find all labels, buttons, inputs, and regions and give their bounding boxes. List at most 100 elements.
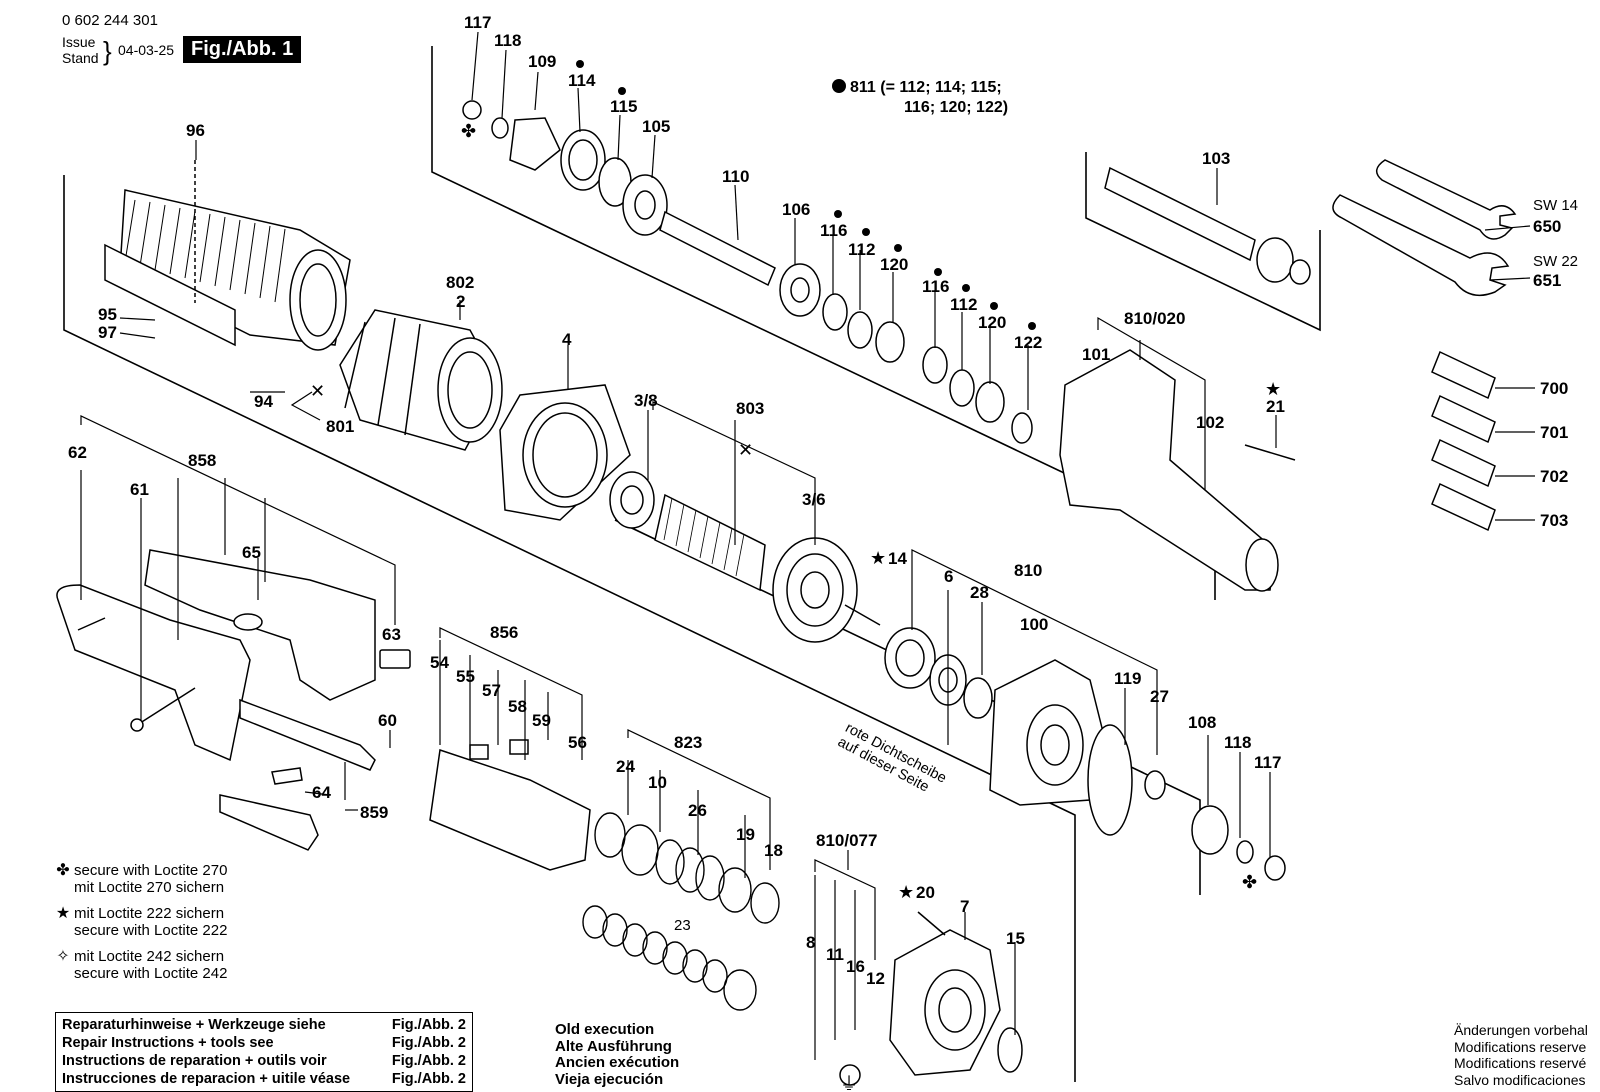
part-label: 119 bbox=[1114, 669, 1141, 688]
part-label: 703 bbox=[1540, 511, 1568, 530]
part-label: 120 bbox=[880, 255, 908, 274]
repair-ref: Fig./Abb. 2 bbox=[391, 1071, 466, 1087]
dot-icon bbox=[576, 60, 584, 68]
part-label: 26 bbox=[688, 801, 707, 820]
cross-icon: ✕ bbox=[310, 381, 325, 402]
part-label: 97 bbox=[98, 323, 117, 342]
gear-housing bbox=[989, 659, 1286, 881]
part-label: 8 bbox=[806, 933, 815, 952]
part-label: 651 bbox=[1533, 271, 1561, 290]
part-label: SW 22 bbox=[1533, 253, 1578, 270]
part-label: 62 bbox=[68, 443, 87, 462]
part-label: 100 bbox=[1020, 615, 1048, 634]
part-label: 61 bbox=[130, 480, 149, 499]
part-label: 20 bbox=[916, 883, 935, 902]
frame-top bbox=[431, 46, 1063, 473]
part-label: 858 bbox=[188, 451, 216, 470]
filled-dot-icon bbox=[832, 79, 846, 93]
part-label: 55 bbox=[456, 667, 475, 686]
part-label: 15 bbox=[1006, 929, 1025, 948]
dot-icon bbox=[618, 87, 626, 95]
part-label: 823 bbox=[674, 733, 702, 752]
mods-line: Änderungen vorbehal bbox=[1454, 1022, 1588, 1038]
kit-note: 811 (= 112; 114; 115; 116; 120; 122) bbox=[832, 78, 1008, 118]
old-exec-line: Alte Ausführung bbox=[555, 1037, 672, 1055]
part-label: 11 bbox=[826, 945, 844, 964]
repair-text: Instructions de reparation + outils voir bbox=[62, 1053, 327, 1069]
part-label: 54 bbox=[430, 653, 449, 672]
part-label: 117 bbox=[464, 13, 491, 32]
part-label: 102 bbox=[1196, 413, 1224, 432]
part-label: 96 bbox=[186, 121, 205, 140]
part-label: 19 bbox=[736, 825, 755, 844]
old-exec-line: Ancien exécution bbox=[555, 1054, 680, 1071]
part-label: 23 bbox=[674, 917, 691, 934]
motor-cover bbox=[1059, 349, 1296, 592]
star-icon: ★ bbox=[55, 905, 71, 922]
part-label: 810 bbox=[1014, 561, 1042, 580]
dot-icon bbox=[894, 244, 902, 252]
dot-icon bbox=[990, 302, 998, 310]
legend-text: mit Loctite 242 sichern bbox=[74, 948, 225, 965]
armature bbox=[609, 471, 881, 643]
part-label: 117 bbox=[1254, 753, 1281, 772]
part-label: 28 bbox=[970, 583, 989, 602]
part-label: 101 bbox=[1082, 345, 1110, 364]
modifications-note: Änderungen vorbehal Modifications reserv… bbox=[1454, 1022, 1588, 1088]
figure-title: Fig./Abb. 1 bbox=[183, 36, 302, 63]
part-label: 21 bbox=[1266, 397, 1285, 416]
part-label: 18 bbox=[764, 841, 783, 860]
part-label: 116 bbox=[922, 277, 949, 296]
clover-icon: ✤ bbox=[461, 121, 476, 142]
part-label: 118 bbox=[1224, 733, 1251, 752]
issue-labels: Issue Stand bbox=[62, 34, 99, 66]
dot-icon bbox=[934, 268, 942, 276]
part-label: 27 bbox=[1150, 687, 1169, 706]
star-icon: ★ bbox=[898, 882, 914, 903]
repair-row: Instructions de reparation + outils voir… bbox=[62, 1052, 466, 1070]
front-flange bbox=[839, 911, 1023, 1086]
part-label: 700 bbox=[1540, 379, 1568, 398]
part-label: 10 bbox=[648, 773, 667, 792]
part-label: 2 bbox=[456, 292, 465, 311]
part-label: 702 bbox=[1540, 467, 1568, 486]
part-label: 7 bbox=[960, 897, 969, 916]
part-label: 106 bbox=[782, 200, 810, 219]
part-label: 859 bbox=[360, 803, 388, 822]
mods-line: Modifications reserve bbox=[1454, 1038, 1587, 1055]
part-label: 6 bbox=[944, 567, 953, 586]
leader-lines bbox=[80, 31, 1535, 1060]
collet-nuts bbox=[1431, 350, 1496, 532]
part-label: 56 bbox=[568, 733, 587, 752]
repair-text: Repair Instructions + tools see bbox=[62, 1035, 274, 1051]
clover-icon: ✤ bbox=[56, 862, 70, 879]
legend-text: secure with Loctite 222 bbox=[74, 922, 228, 939]
part-label: 59 bbox=[532, 711, 551, 730]
star-icon: ★ bbox=[1265, 379, 1281, 400]
part-label: 122 bbox=[1014, 333, 1042, 352]
mods-line: Salvo modificaciones bbox=[1454, 1071, 1586, 1088]
part-label: 856 bbox=[490, 623, 518, 642]
diagram-frames bbox=[63, 46, 1321, 1082]
part-label: 810/077 bbox=[816, 831, 877, 850]
part-label: 112 bbox=[950, 295, 977, 314]
outline-star-icon: ✧ bbox=[56, 948, 70, 965]
old-execution-note: Old execution Alte Ausführung Ancien exé… bbox=[555, 1021, 680, 1088]
part-label: 110 bbox=[722, 167, 749, 186]
part-label: 14 bbox=[888, 549, 907, 568]
part-label: 650 bbox=[1533, 217, 1561, 236]
switch-assembly bbox=[429, 739, 591, 871]
ground-icon: ⏚ bbox=[840, 1074, 858, 1090]
repair-text: Reparaturhinweise + Werkzeuge siehe bbox=[62, 1017, 326, 1033]
kit-part: 811 bbox=[850, 79, 876, 96]
dot-icon bbox=[862, 228, 870, 236]
part-label: 120 bbox=[978, 313, 1006, 332]
legend-text: secure with Loctite 270 bbox=[74, 862, 228, 879]
star-icon: ★ bbox=[870, 548, 886, 569]
field-coil bbox=[339, 309, 503, 451]
legend-text: mit Loctite 270 sichern bbox=[74, 879, 225, 896]
